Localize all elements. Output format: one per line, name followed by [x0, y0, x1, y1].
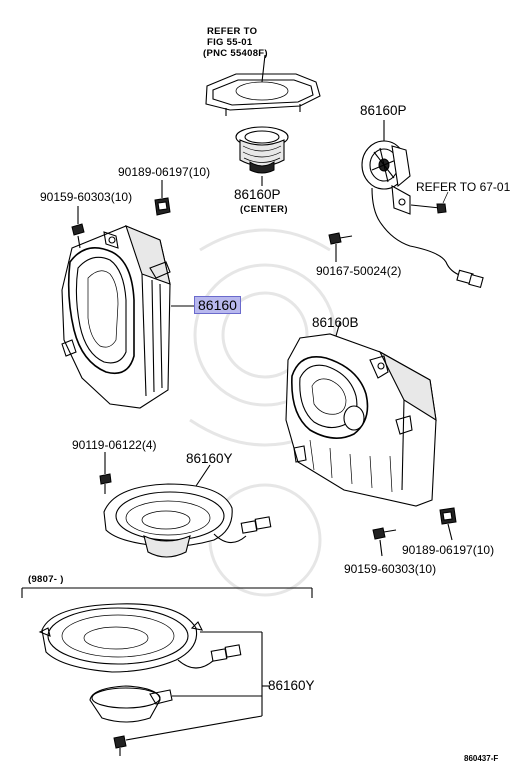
- part-number-86160p[interactable]: 86160P: [360, 103, 407, 118]
- screw-90167[interactable]: [328, 232, 353, 262]
- part-number-90159-top[interactable]: 90159-60303(10): [40, 190, 133, 204]
- center-speaker-part[interactable]: [235, 126, 289, 186]
- part-number-90167[interactable]: 90167-50024(2): [316, 264, 402, 278]
- center-note: (CENTER): [240, 204, 288, 215]
- variant-bracket: [21, 587, 313, 598]
- part-number-86160p-center[interactable]: 86160P: [234, 187, 281, 202]
- refer-fig-label-line1: REFER TO: [207, 26, 258, 37]
- speaker-enclosure-86160[interactable]: [61, 225, 196, 409]
- clip-90189-bottom[interactable]: [439, 507, 457, 541]
- part-number-86160y-mid[interactable]: 86160Y: [186, 451, 233, 466]
- part-number-90159-bottom[interactable]: 90159-60303(10): [344, 562, 437, 576]
- diagram-code: 860437-F: [464, 754, 499, 763]
- date-range-label: (9807- ): [28, 574, 64, 585]
- part-number-86160y-bottom[interactable]: 86160Y: [268, 678, 315, 693]
- bolt-90159-top[interactable]: [71, 206, 85, 236]
- part-number-86160[interactable]: 86160: [194, 296, 241, 314]
- tweeter-with-harness-part[interactable]: [361, 120, 484, 289]
- speaker-86160y-mid[interactable]: [103, 464, 272, 558]
- clip-90189-top[interactable]: [154, 180, 171, 216]
- speaker-enclosure-86160b[interactable]: [285, 321, 437, 507]
- refer-fig-label-line2: FIG 55-01: [207, 37, 253, 48]
- speaker-86160y-bottom[interactable]: [38, 603, 270, 716]
- screw-90119[interactable]: [99, 452, 112, 494]
- part-number-86160b[interactable]: 86160B: [312, 315, 359, 330]
- screw-bottom[interactable]: [113, 715, 263, 756]
- speaker-cup-part[interactable]: [89, 685, 262, 723]
- part-number-90189-bottom[interactable]: 90189-06197(10): [402, 543, 495, 557]
- trim-plate-part[interactable]: [205, 54, 321, 116]
- part-number-90119[interactable]: 90119-06122(4): [72, 438, 157, 452]
- refer-fig-label-line3: (PNC 55408F): [203, 48, 268, 59]
- part-number-90189-top[interactable]: 90189-06197(10): [118, 165, 211, 179]
- refer-67-label: REFER TO 67-01: [416, 180, 511, 194]
- bolt-90159-bottom[interactable]: [372, 527, 397, 557]
